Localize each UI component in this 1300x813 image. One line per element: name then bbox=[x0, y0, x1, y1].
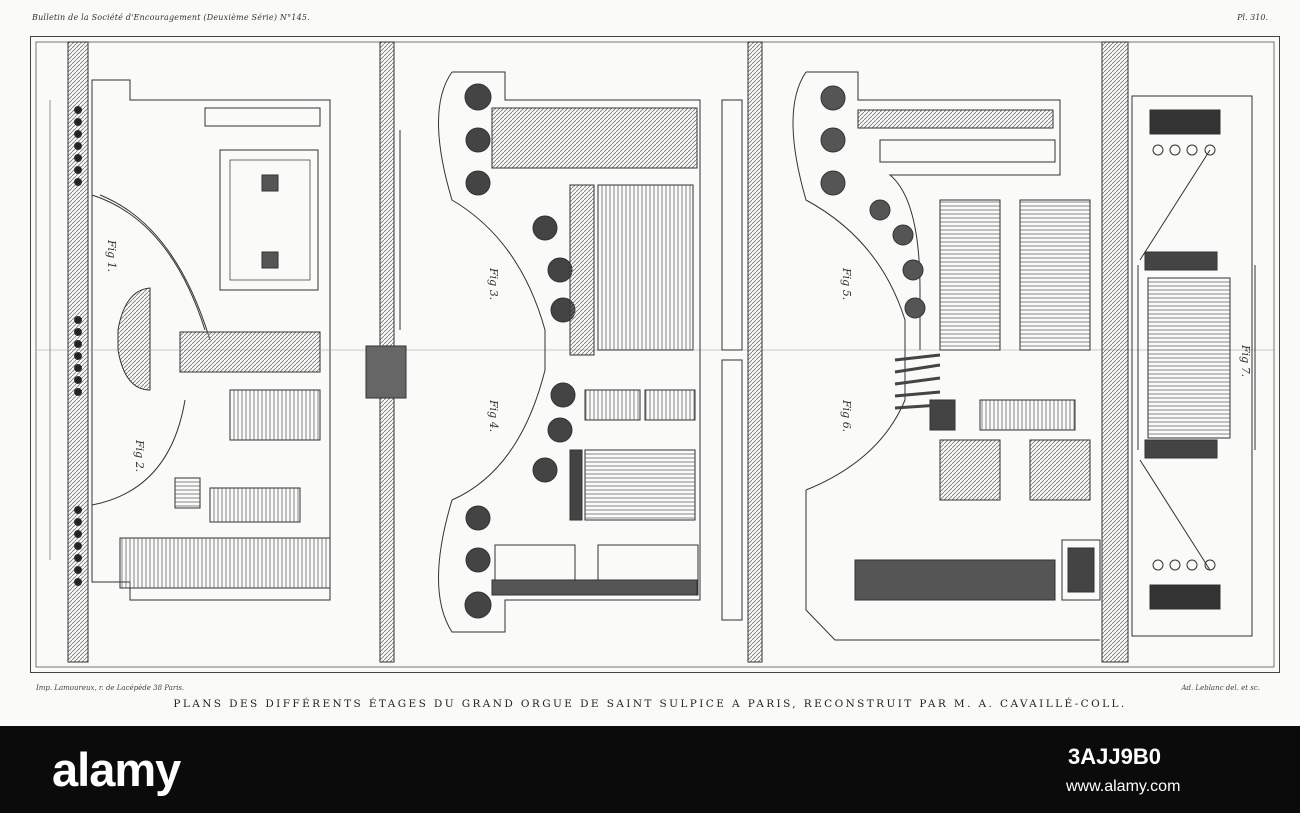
label-fig-5: Fig 5. bbox=[840, 268, 853, 301]
label-fig-1: Fig 1. bbox=[105, 240, 118, 273]
tower-pillars bbox=[464, 83, 576, 619]
label-fig-3: Fig 3. bbox=[487, 268, 500, 301]
panel-fig-7 bbox=[1131, 95, 1256, 637]
stock-banner bbox=[0, 726, 1300, 813]
panel-fig-5-6 bbox=[792, 71, 1101, 641]
engraving-plate: Bulletin de la Société d'Encouragement (… bbox=[30, 13, 1280, 710]
journal-header: Bulletin de la Société d'Encouragement (… bbox=[32, 13, 310, 22]
separator-3 bbox=[1101, 41, 1129, 663]
panel-fig-1-2 bbox=[36, 41, 1274, 663]
separator-1 bbox=[365, 41, 407, 663]
printer-imprint: Imp. Lamoureux, r. de Lacépède 38 Paris. bbox=[36, 684, 185, 692]
alamy-logo: alamy bbox=[52, 743, 181, 796]
separator-2 bbox=[721, 41, 763, 663]
organ-floor-plans bbox=[35, 41, 1275, 668]
plate-frame bbox=[30, 36, 1280, 673]
engraver-imprint: Ad. Leblanc del. et sc. bbox=[1181, 684, 1260, 692]
label-fig-4: Fig 4. bbox=[487, 400, 500, 433]
site-url: www.alamy.com bbox=[1066, 778, 1181, 795]
label-fig-7: Fig 7. bbox=[1239, 345, 1252, 378]
wall-openings bbox=[74, 106, 82, 586]
image-id: 3AJJ9B0 bbox=[1068, 744, 1161, 769]
plate-number: Pl. 310. bbox=[1237, 13, 1268, 22]
panel-fig-3-4 bbox=[438, 71, 701, 633]
plate-caption: PLANS DES DIFFÉRENTS ÉTAGES DU GRAND ORG… bbox=[173, 698, 1127, 710]
label-fig-2: Fig 2. bbox=[133, 440, 146, 473]
label-fig-6: Fig 6. bbox=[840, 400, 853, 433]
